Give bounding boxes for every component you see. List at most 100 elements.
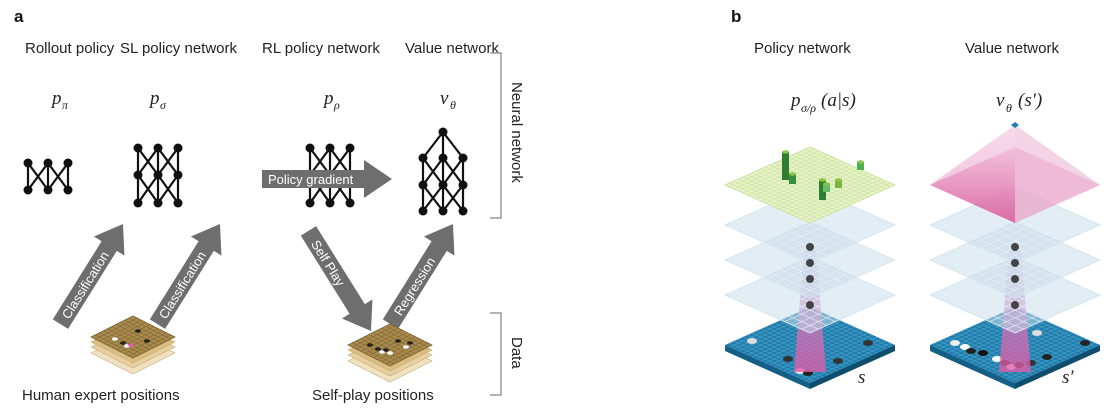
- value-formula: v θ (s′): [996, 90, 1042, 115]
- value-network-title: Value network: [405, 40, 499, 57]
- ellipsis-dot: [806, 243, 814, 251]
- go-stone: [966, 348, 976, 354]
- ellipsis-dot: [806, 301, 814, 309]
- policy-network-title: Policy network: [754, 40, 851, 57]
- svg-text:θ: θ: [1006, 101, 1012, 115]
- go-stone: [375, 347, 381, 351]
- network-node: [418, 180, 428, 190]
- go-stone: [403, 345, 409, 349]
- go-stone: [1032, 330, 1042, 336]
- classification-arrow-right: Classification: [149, 224, 222, 329]
- ellipsis-dot: [1011, 301, 1019, 309]
- go-stone: [120, 341, 126, 345]
- network-node: [345, 198, 355, 208]
- ellipsis-dot: [1011, 243, 1019, 251]
- panel-b-label: b: [731, 7, 741, 26]
- svg-text:Data: Data: [508, 337, 525, 369]
- go-stone: [128, 343, 134, 347]
- self-play-board-stack: [347, 323, 433, 383]
- network-node: [133, 143, 143, 153]
- go-stone: [960, 344, 970, 350]
- network-node: [325, 143, 335, 153]
- go-stone: [992, 356, 1002, 362]
- go-stone: [387, 351, 393, 355]
- network-node: [458, 206, 468, 216]
- network-node: [133, 170, 143, 180]
- svg-text:v: v: [996, 90, 1005, 111]
- value-network: [418, 127, 468, 216]
- policy-input-label: s: [858, 367, 865, 388]
- rl-policy-title: RL policy network: [262, 40, 380, 57]
- network-node: [63, 158, 73, 168]
- go-stone: [367, 343, 373, 347]
- network-node: [458, 180, 468, 190]
- data-bracket: Data: [490, 312, 525, 396]
- svg-text:σ: σ: [160, 98, 167, 112]
- svg-text:Classification: Classification: [59, 249, 112, 322]
- svg-text:(a|s): (a|s): [821, 90, 856, 111]
- human-expert-positions-label: Human expert positions: [22, 387, 180, 404]
- go-stone: [379, 350, 385, 354]
- svg-text:ρ: ρ: [333, 98, 340, 112]
- go-stone: [950, 340, 960, 346]
- network-node: [438, 180, 448, 190]
- go-stone: [1042, 354, 1052, 360]
- neural-network-bracket: Neural network: [490, 52, 525, 219]
- go-stone: [863, 340, 873, 346]
- human-expert-board-stack: [90, 315, 176, 375]
- network-node: [43, 185, 53, 195]
- svg-text:v: v: [440, 88, 449, 109]
- network-node: [438, 153, 448, 163]
- move-probability-bar: [823, 184, 830, 192]
- network-node: [418, 206, 428, 216]
- network-node: [153, 198, 163, 208]
- svg-text:σ/ρ: σ/ρ: [801, 101, 816, 115]
- value-output-node: [1011, 122, 1019, 128]
- go-stone: [144, 339, 150, 343]
- value-network-b-title: Value network: [965, 40, 1059, 57]
- network-node: [325, 198, 335, 208]
- go-stone: [783, 356, 793, 362]
- move-probability-bar: [819, 180, 826, 200]
- ellipsis-dot: [1011, 275, 1019, 283]
- network-node: [305, 143, 315, 153]
- svg-text:(s′): (s′): [1018, 90, 1042, 111]
- network-node: [458, 153, 468, 163]
- network-node: [438, 206, 448, 216]
- ellipsis-dot: [806, 275, 814, 283]
- go-stone: [383, 348, 389, 352]
- go-stone: [978, 350, 988, 356]
- move-probability-bar: [835, 180, 842, 188]
- go-stone: [112, 337, 118, 341]
- svg-text:Policy gradient: Policy gradient: [268, 172, 354, 187]
- svg-text:θ: θ: [450, 98, 456, 112]
- ellipsis-dot: [1011, 259, 1019, 267]
- network-node: [173, 143, 183, 153]
- network-node: [153, 143, 163, 153]
- network-node: [153, 170, 163, 180]
- regression-arrow: Regression: [382, 224, 455, 329]
- network-node: [133, 198, 143, 208]
- self-play-arrow: Self Play: [300, 226, 373, 331]
- network-node: [63, 185, 73, 195]
- move-probability-bar: [857, 162, 864, 170]
- svg-text:Classification: Classification: [156, 249, 209, 322]
- network-node: [418, 153, 428, 163]
- sl-policy-title: SL policy network: [120, 40, 237, 57]
- policy-gradient-arrow: Policy gradient: [262, 160, 392, 198]
- svg-text:Neural network: Neural network: [508, 82, 525, 183]
- move-probability-bar: [782, 152, 789, 180]
- network-node: [173, 198, 183, 208]
- network-node: [305, 198, 315, 208]
- value-input-label: s′: [1062, 367, 1074, 388]
- go-stone: [395, 339, 401, 343]
- value-output-pyramid: [930, 122, 1100, 223]
- svg-text:p: p: [148, 88, 160, 109]
- network-node: [345, 143, 355, 153]
- move-probability-bar: [789, 174, 796, 184]
